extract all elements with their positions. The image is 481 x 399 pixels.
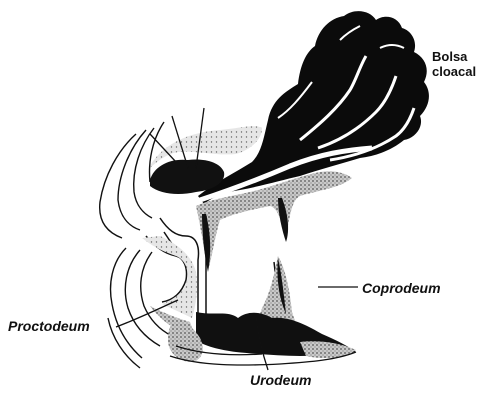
bolsa-label-line2: cloacal — [432, 64, 476, 79]
proctodeum-label: Proctodeum — [8, 318, 90, 334]
coprodeum-label: Coprodeum — [362, 280, 441, 296]
left-wall-stipple — [142, 236, 197, 338]
urodeum-label: Urodeum — [250, 372, 311, 388]
bolsa-label-line1: Bolsa — [432, 49, 476, 64]
bolsa-cloacal-label: Bolsa cloacal — [432, 49, 476, 79]
